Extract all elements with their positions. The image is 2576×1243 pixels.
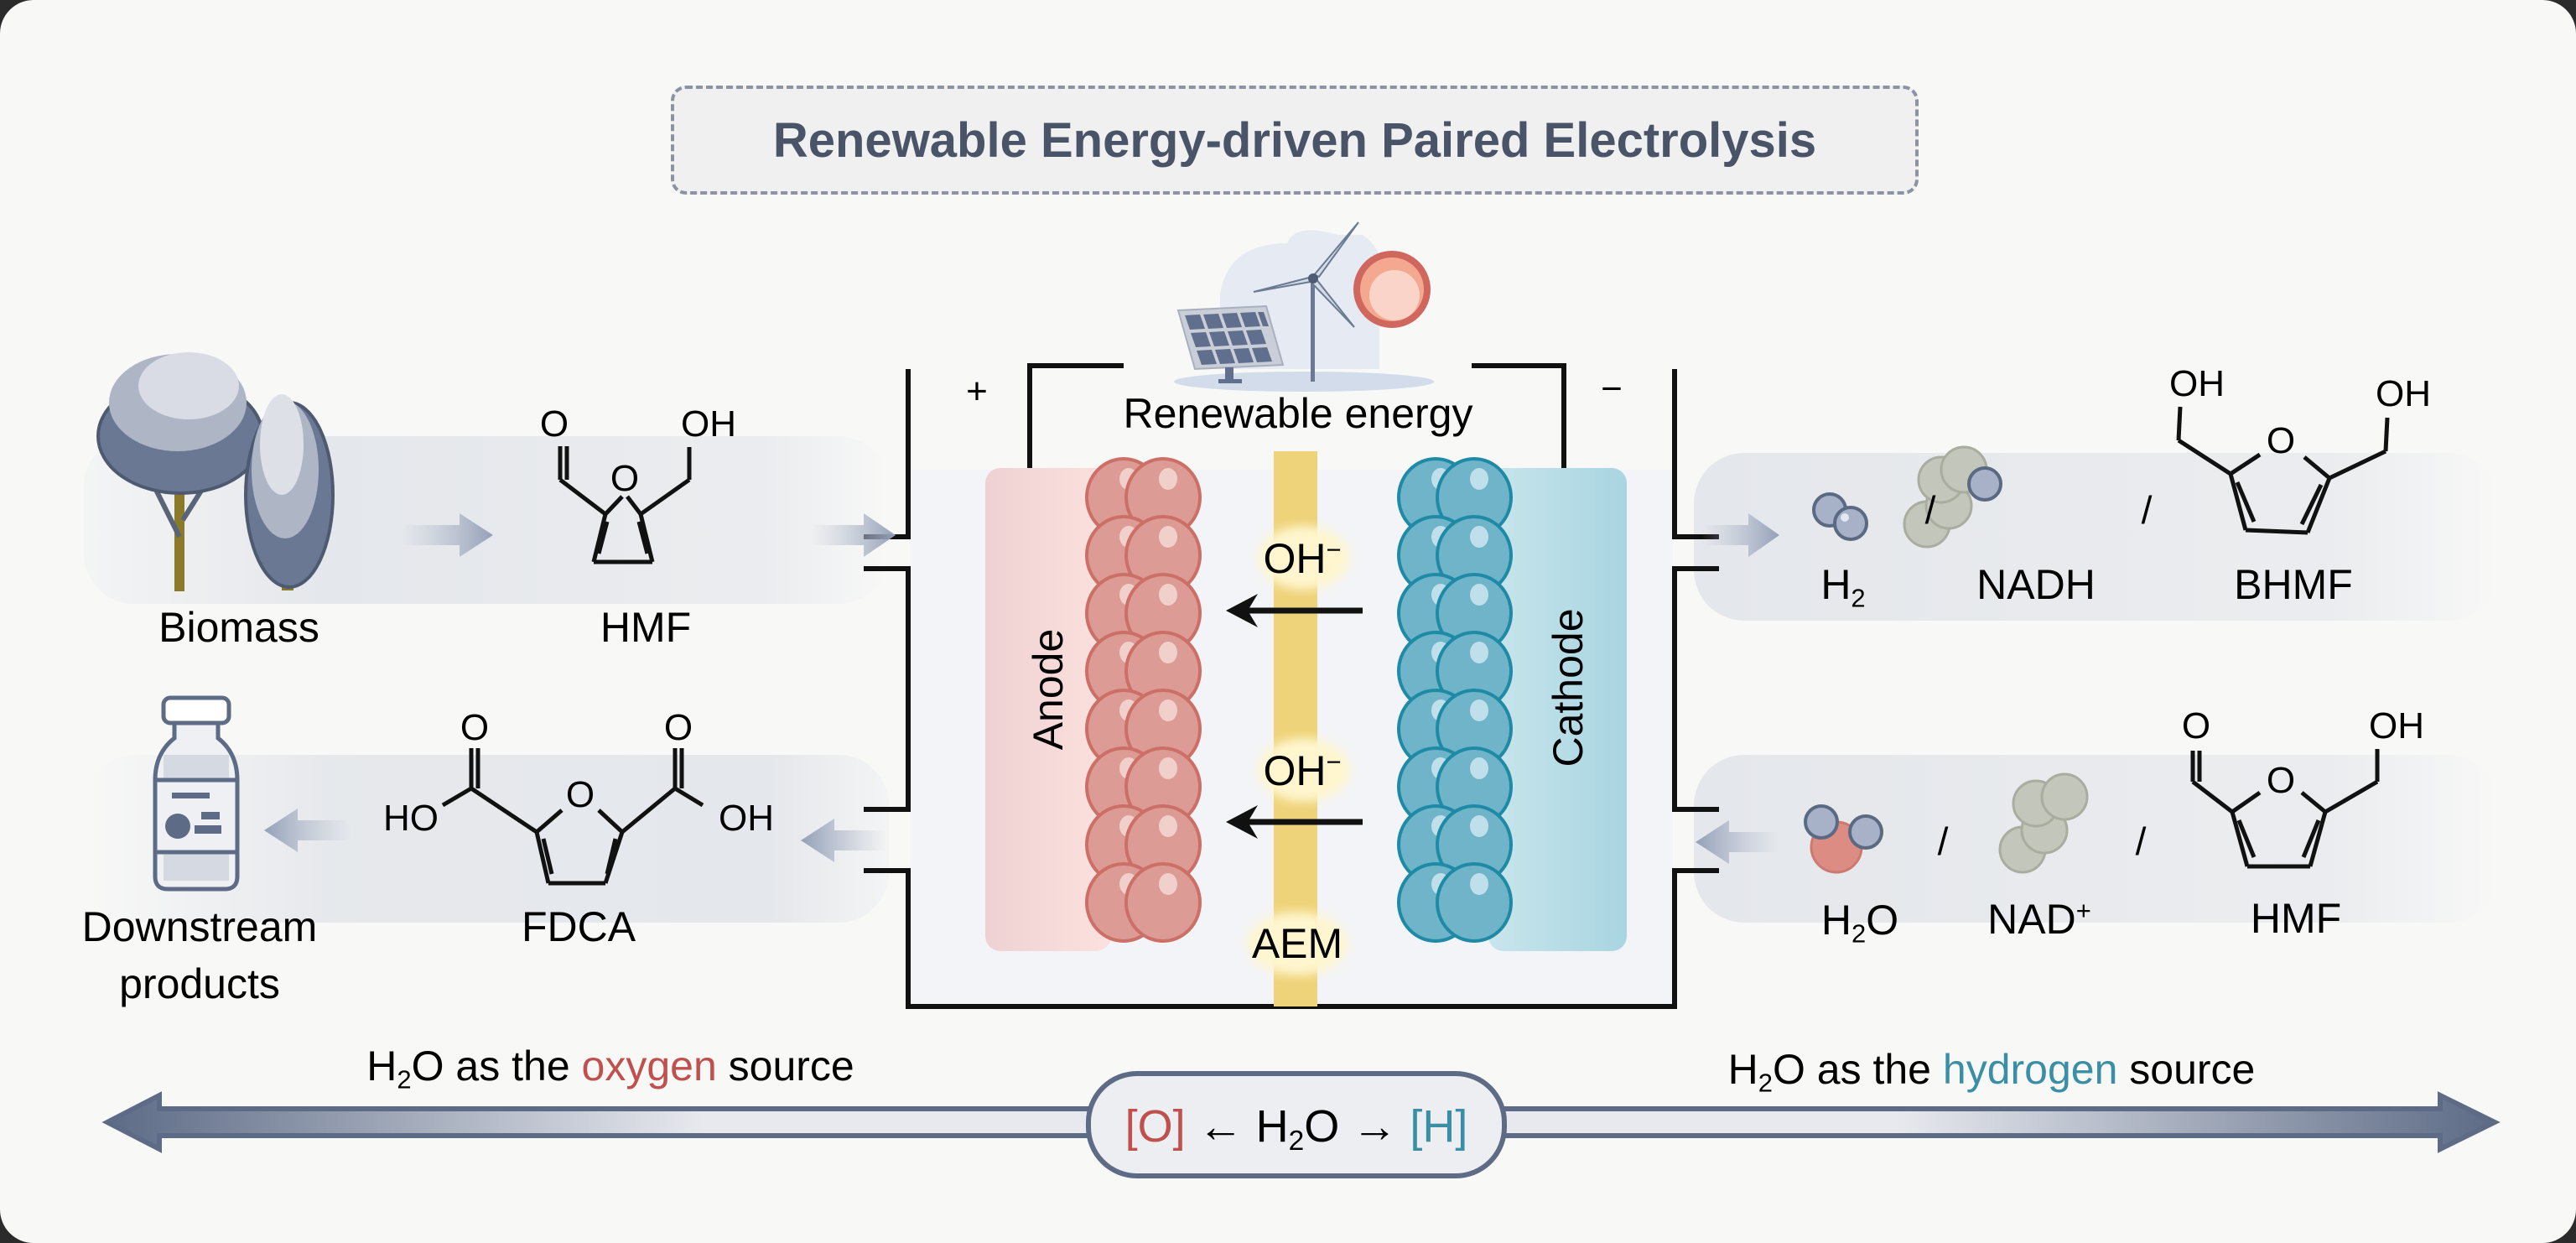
- separator-top-2: /: [2141, 488, 2153, 532]
- ground-shadow: [1174, 372, 1434, 392]
- nad-plus-molecule-icon: [1998, 772, 2089, 874]
- downstream-products-bottle-icon: [153, 695, 240, 892]
- particle-highlight: [1159, 584, 1177, 606]
- hmf-right-hydroxyl: OH: [2369, 705, 2424, 746]
- wind-turbine-icon: [1253, 221, 1359, 382]
- catalyst-particle: [1124, 862, 1202, 943]
- hmf-hydroxyl: OH: [681, 403, 736, 445]
- particle-highlight: [1470, 584, 1488, 606]
- biomass-label: Biomass: [158, 604, 319, 651]
- sun-icon: [1353, 251, 1431, 328]
- catalyst-particle: [1436, 862, 1513, 943]
- separator-bottom-1: /: [1937, 819, 1949, 863]
- downstream-label-line1: Downstream: [81, 903, 318, 950]
- particle-highlight: [1159, 873, 1177, 895]
- fdca-label: FDCA: [521, 903, 636, 950]
- cathode-plate: [1488, 468, 1627, 951]
- fdca-ring-o: O: [566, 774, 595, 815]
- fdca-oh: OH: [719, 798, 774, 839]
- fdca-carbonyl-o-left: O: [460, 707, 489, 748]
- positive-terminal: +: [966, 371, 988, 412]
- h2o-molecule-icon: [1804, 804, 1883, 874]
- hmf-right-aldehyde-o: O: [2182, 705, 2210, 746]
- particle-highlight: [1159, 757, 1177, 779]
- separator-top-1: /: [1924, 488, 1936, 532]
- right-top-band: [1694, 453, 2499, 621]
- hydrogen-highlight: hydrogen: [1942, 1046, 2118, 1093]
- particle-highlight: [1470, 757, 1488, 779]
- nadh-label: NADH: [1976, 561, 2096, 608]
- separator-bottom-2: /: [2135, 819, 2147, 863]
- anode-catalyst-particles: [1085, 457, 1202, 943]
- particle-highlight: [1159, 700, 1177, 721]
- fdca-structure: [441, 748, 704, 886]
- downstream-label-line2: products: [119, 960, 280, 1007]
- water-split-equation: [O] ← H2O → [H]: [1124, 1101, 1468, 1157]
- bhmf-label: BHMF: [2234, 561, 2353, 608]
- fdca-ho: HO: [383, 798, 439, 839]
- power-circuit-wires: [1027, 363, 1566, 470]
- hmf-ring-o: O: [610, 458, 639, 499]
- particle-highlight: [1159, 468, 1177, 490]
- arrow-fdca-to-downstream: [264, 809, 352, 852]
- renewable-energy-label: Renewable energy: [1123, 390, 1473, 437]
- biomass-trees-icon: [96, 352, 335, 591]
- h2o-label: H2O: [1820, 897, 1899, 949]
- arrow-reactants-to-cathode: [1696, 820, 1778, 864]
- hydrogen-bracket: [H]: [1410, 1101, 1468, 1152]
- hydrogen-source-caption: H2O as the hydrogen source: [1727, 1046, 2256, 1098]
- bhmf-oh-right: OH: [2376, 373, 2431, 414]
- particle-highlight: [1159, 815, 1177, 837]
- particle-highlight: [1470, 526, 1488, 548]
- hmf-aldehyde-o: O: [540, 403, 569, 445]
- arrow-biomass-to-hmf: [401, 513, 493, 557]
- hmf-structure-left: [558, 446, 692, 564]
- oxygen-bracket: [O]: [1124, 1101, 1186, 1152]
- arrow-head-bottom: [1226, 805, 1258, 839]
- particle-highlight: [1470, 468, 1488, 490]
- equation-capsule: [1086, 1071, 1507, 1178]
- particle-highlight: [1470, 873, 1488, 895]
- bhmf-oh-left: OH: [2169, 363, 2225, 404]
- anode-plate: [985, 468, 1111, 951]
- bhmf-structure: [2176, 406, 2390, 535]
- diagram-title: Renewable Energy-driven Paired Electroly…: [772, 112, 1817, 168]
- oxygen-highlight: oxygen: [581, 1043, 717, 1090]
- particle-highlight: [1470, 815, 1488, 837]
- anode-label: Anode: [1025, 628, 1072, 751]
- solar-panel-icon: [1176, 304, 1285, 383]
- hydroxide-ion-label-bottom: OH−: [1263, 747, 1342, 795]
- ion-flow-arrows: [1237, 607, 1363, 825]
- h2-label: H2: [1820, 561, 1866, 613]
- aem-label: AEM: [1251, 920, 1343, 967]
- hmf-label-left: HMF: [600, 604, 692, 651]
- renewable-energy-illustration: [1174, 221, 1434, 392]
- particle-highlight: [1470, 642, 1488, 663]
- bhmf-ring-o: O: [2267, 420, 2295, 461]
- arrow-hmf-to-anode: [809, 513, 896, 557]
- nad-plus-label: NAD+: [1987, 896, 2091, 944]
- h2-molecule-icon: [1812, 492, 1868, 541]
- arrow-cathode-to-products: [1702, 513, 1779, 557]
- nadh-molecule-icon: [1903, 445, 2002, 549]
- hmf-structure-right: [2190, 749, 2380, 869]
- hmf-right-ring-o: O: [2267, 760, 2295, 801]
- arrow-head-top: [1226, 594, 1258, 627]
- negative-terminal: −: [1601, 368, 1623, 409]
- cathode-catalyst-particles: [1397, 457, 1513, 943]
- hydroxide-ion-label-top: OH−: [1263, 535, 1342, 583]
- particle-highlight: [1159, 526, 1177, 548]
- particle-highlight: [1159, 642, 1177, 663]
- particle-highlight: [1470, 700, 1488, 721]
- cathode-label: Cathode: [1545, 608, 1592, 767]
- hmf-label-right: HMF: [2250, 895, 2342, 942]
- fdca-carbonyl-o-right: O: [664, 707, 693, 748]
- title-box: Renewable Energy-driven Paired Electroly…: [671, 86, 1919, 195]
- arrow-anode-to-fdca: [801, 819, 887, 862]
- oxygen-source-caption: H2O as the oxygen source: [366, 1043, 854, 1095]
